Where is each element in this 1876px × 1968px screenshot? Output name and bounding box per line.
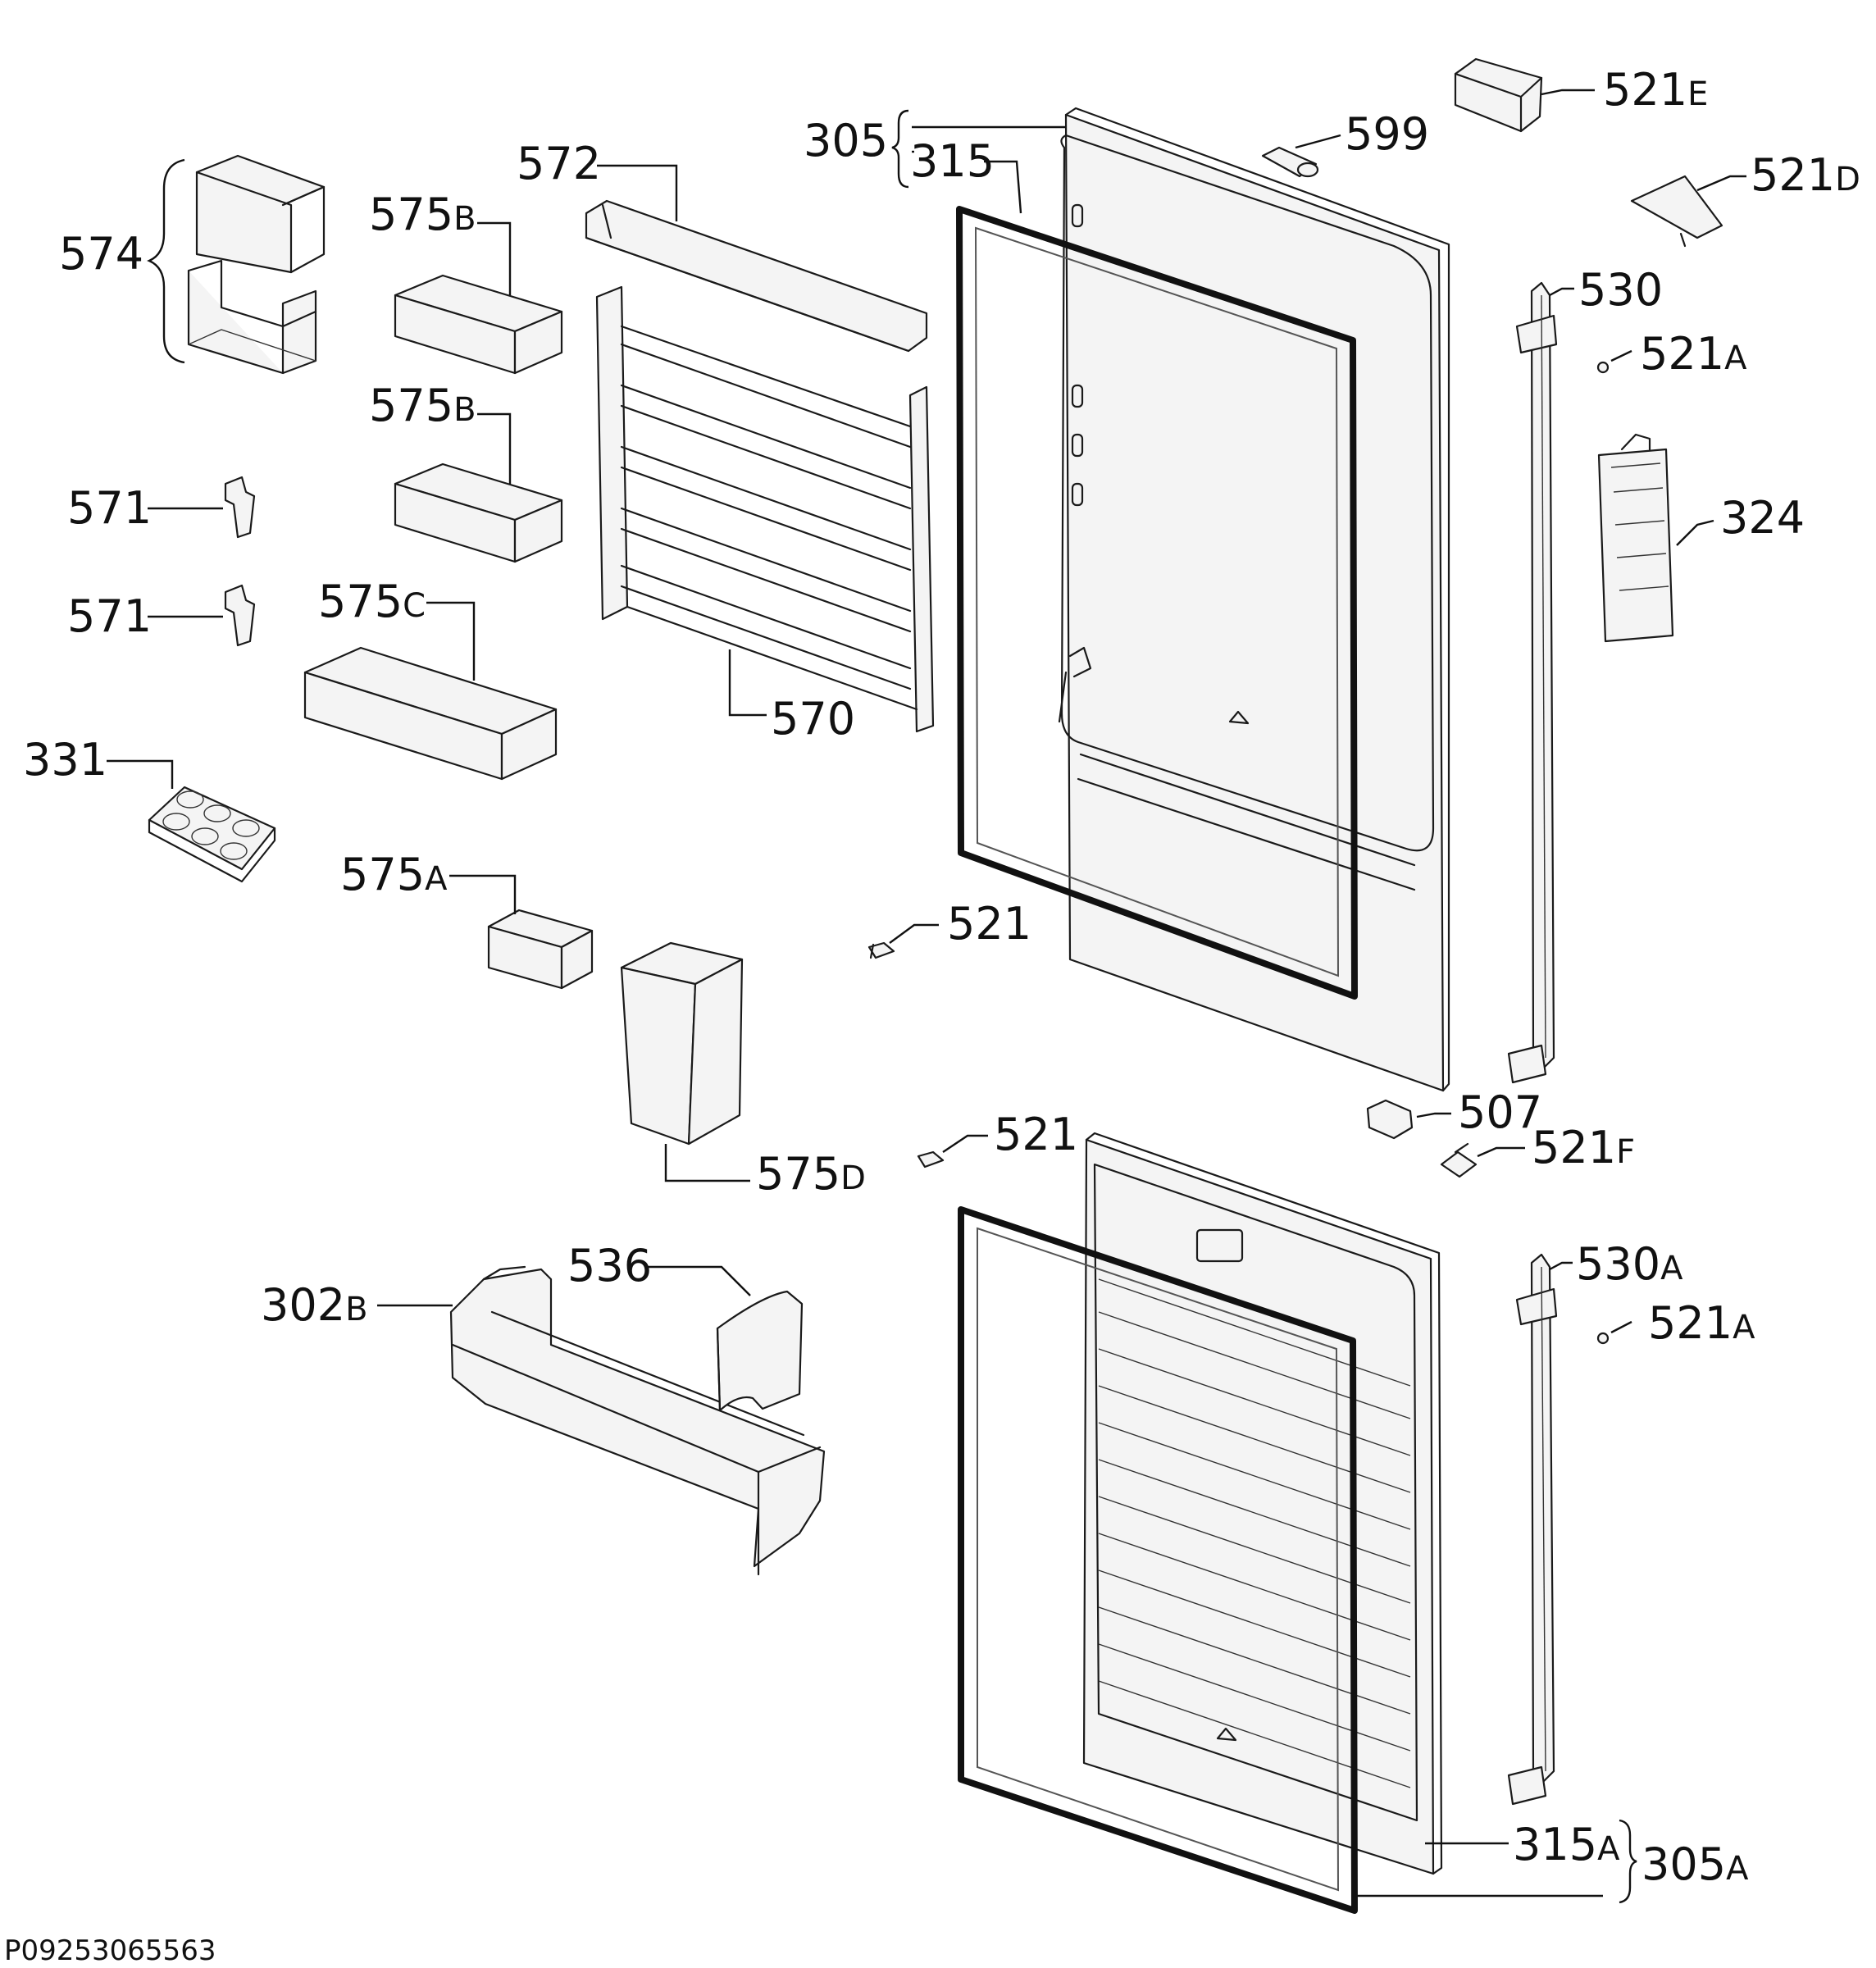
part-305a-freezer-door	[1082, 1132, 1443, 1875]
label-521-lower: 521	[994, 1109, 1078, 1160]
label-599: 599	[1345, 108, 1429, 160]
label-570: 570	[771, 693, 855, 745]
label-315: 315	[910, 135, 995, 187]
part-521d	[1630, 175, 1723, 248]
part-530-hinge-strip	[1507, 281, 1558, 1084]
part-575a	[487, 909, 594, 990]
part-521a-upper	[1596, 361, 1610, 374]
label-575a: 575A	[340, 849, 448, 900]
label-521f: 521F	[1532, 1122, 1635, 1173]
label-536: 536	[567, 1240, 652, 1292]
label-521a-upper: 521A	[1640, 328, 1747, 380]
part-575b-upper	[394, 274, 563, 375]
part-530a-hinge-strip	[1507, 1253, 1558, 1806]
part-574	[187, 154, 326, 375]
part-305-fridge-door	[1058, 107, 1450, 1092]
part-324-panel	[1597, 433, 1674, 643]
part-315a-freezer-gasket	[958, 1206, 1358, 1914]
part-575b-lower	[394, 462, 563, 563]
part-575d	[620, 941, 744, 1146]
part-521-screw-upper	[867, 941, 895, 959]
label-521d: 521D	[1751, 149, 1860, 201]
brace-305a	[1619, 1819, 1637, 1904]
part-507	[1366, 1099, 1414, 1140]
brace-305	[891, 109, 909, 189]
label-305a: 305A	[1642, 1838, 1749, 1890]
part-315-door-gasket	[956, 206, 1358, 1000]
label-572: 572	[517, 138, 601, 189]
part-536-divider	[716, 1290, 804, 1412]
label-575c: 575C	[318, 576, 426, 627]
label-575b-lower: 575B	[369, 380, 476, 431]
part-570-shelf-rack	[595, 285, 935, 733]
part-571-lower	[224, 584, 256, 647]
label-324: 324	[1720, 492, 1805, 544]
label-571-upper: 571	[67, 482, 152, 534]
label-305: 305	[804, 115, 888, 166]
label-575d: 575D	[756, 1148, 866, 1200]
part-572-rail	[585, 199, 928, 353]
label-571-lower: 571	[67, 590, 152, 642]
label-521a-lower: 521A	[1648, 1297, 1755, 1349]
part-599	[1261, 146, 1319, 178]
label-507: 507	[1458, 1086, 1542, 1138]
part-521a-lower	[1596, 1332, 1610, 1345]
part-521f	[1440, 1142, 1478, 1178]
brace-574	[147, 158, 185, 364]
part-571-upper	[224, 476, 256, 539]
label-331: 331	[23, 734, 107, 786]
part-302b-door-shelf	[449, 1265, 826, 1576]
label-530a: 530A	[1576, 1238, 1683, 1290]
label-315a: 315A	[1513, 1819, 1620, 1870]
label-530: 530	[1578, 264, 1663, 316]
part-331-egg-tray	[148, 786, 276, 883]
label-521-upper: 521	[947, 898, 1031, 950]
label-574: 574	[59, 228, 143, 280]
part-575c	[303, 646, 558, 781]
part-521e	[1454, 57, 1543, 133]
label-302b: 302B	[261, 1279, 368, 1331]
part-521-screw-lower	[917, 1150, 945, 1168]
label-521e: 521E	[1603, 64, 1708, 116]
reference-code: P09253065563	[4, 1934, 216, 1967]
label-575b-upper: 575B	[369, 189, 476, 240]
